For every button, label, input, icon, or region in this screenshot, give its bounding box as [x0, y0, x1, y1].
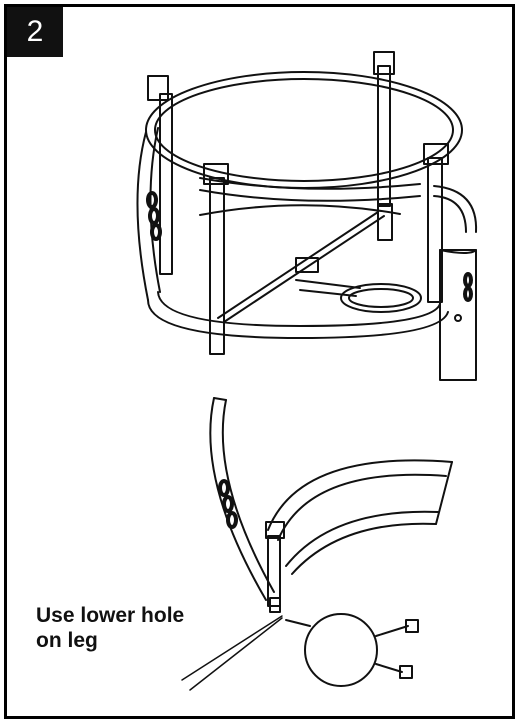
- cup-bracket-clip-upper: [405, 619, 419, 633]
- leg-post: [267, 535, 281, 607]
- panel-detail-diagram: [181, 397, 453, 691]
- left-panel-outer: [136, 131, 149, 301]
- cup-bracket-left-arm: [285, 619, 311, 627]
- bottom-ring-back: [199, 204, 401, 216]
- cup-ring-detail: [304, 613, 378, 687]
- door-panel-top-inner: [433, 195, 467, 233]
- door-hinge-pin: [454, 314, 462, 322]
- support-bar-lower: [299, 289, 357, 297]
- ring-segment-inner-top: [277, 473, 447, 541]
- side-panel-inner-edge: [221, 399, 275, 593]
- bottom-ring-inner: [157, 291, 441, 327]
- callout-line-1: Use lower hole: [36, 604, 185, 627]
- cup-ring-outer: [340, 283, 422, 313]
- assembled-frame-diagram: [136, 51, 478, 381]
- cup-bracket-arm-lower: [375, 663, 403, 673]
- door-panel-top-outer: [433, 185, 478, 233]
- front-top-ring-outer: [199, 189, 421, 202]
- cup-bracket-arm-upper: [375, 625, 409, 637]
- leg-foot: [269, 597, 281, 613]
- instruction-panel: 2: [4, 4, 515, 719]
- door-panel-logo-mark: [463, 272, 473, 302]
- leg-post-cap: [265, 521, 285, 539]
- step-number-badge: 2: [7, 7, 63, 57]
- top-ring-outer: [145, 71, 463, 189]
- cup-ring-inner: [348, 288, 414, 308]
- cross-brace-clamp: [295, 257, 319, 273]
- ring-segment-outer-bottom: [285, 510, 439, 567]
- support-bar-upper: [295, 279, 361, 289]
- callout-leader-line: [181, 615, 283, 681]
- cross-brace-upper: [217, 211, 379, 319]
- top-ring-inner: [154, 78, 454, 182]
- side-panel-outer-edge: [209, 397, 267, 601]
- callout-line-2: on leg: [36, 629, 98, 652]
- bottom-ring-outer: [147, 299, 449, 339]
- back-bracket: [377, 203, 393, 241]
- cup-bracket-clip-lower: [399, 665, 413, 679]
- ring-segment-inner-bottom: [291, 522, 437, 575]
- frame-legs: [147, 51, 449, 355]
- lower-hole-callout: Use lower hole on leg: [36, 603, 184, 653]
- cross-brace-lower: [223, 215, 385, 323]
- ring-segment-outer-top: [267, 459, 453, 531]
- door-panel: [439, 249, 477, 381]
- left-panel-logo-mark: [146, 191, 162, 241]
- side-panel-logo-mark: [218, 479, 238, 529]
